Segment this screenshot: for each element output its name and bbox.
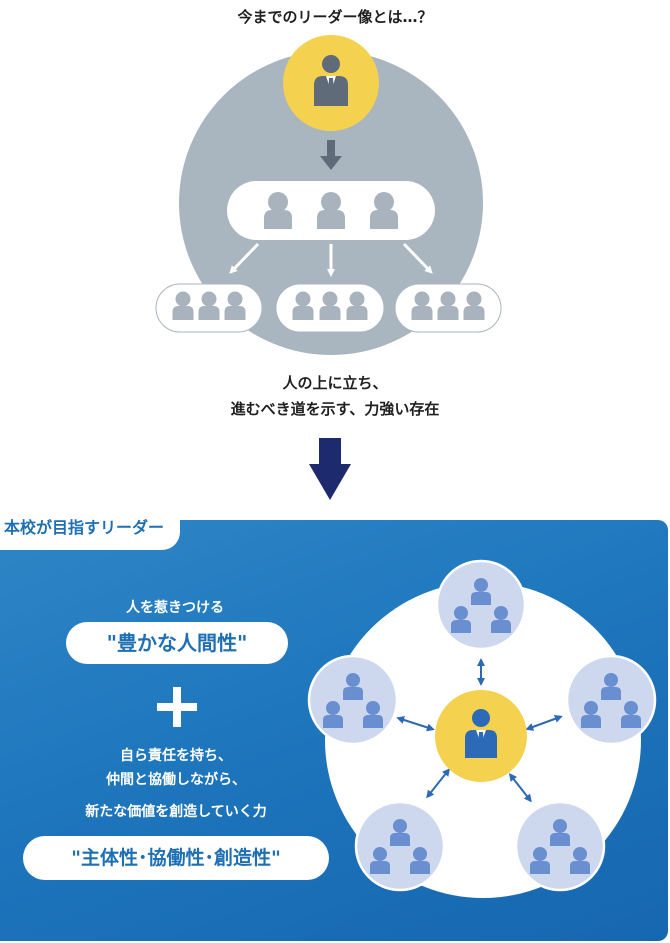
team-node-bottom-left (356, 802, 444, 890)
humanity-intro: 人を惹きつける (126, 600, 224, 616)
network-diagram (300, 540, 670, 898)
skills-intro-line1: 自ら責任を持ち、 (120, 748, 232, 764)
skills-pill: "主体性･協働性･創造性" (23, 836, 329, 880)
skills-intro-line2: 仲間と協働しながら、 (106, 772, 246, 788)
team-node-left (309, 656, 397, 744)
team-node-bottom-right (516, 802, 604, 890)
group-pill-center (275, 283, 385, 333)
team-node-right (567, 656, 655, 744)
hierarchy-diagram (155, 35, 502, 500)
bidirectional-arrow-icon (396, 658, 563, 803)
group-pill-left (155, 283, 263, 333)
plus-icon (155, 685, 199, 729)
old-leader-title: 今までのリーダー像とは…？ (237, 8, 433, 26)
branch-arrows (229, 242, 433, 277)
middle-group-pill (227, 181, 435, 240)
old-leader-caption-line2: 進むべき道を示す、力強い存在 (230, 400, 440, 418)
team-node-top (437, 561, 525, 649)
skills-intro-line3: 新たな価値を創造していく力 (85, 804, 267, 820)
new-leader-tab: 本校が目指すリーダー (0, 514, 181, 550)
humanity-pill: "豊かな人間性" (66, 622, 288, 664)
transition-arrow-icon (309, 438, 351, 500)
leader-icon-center (435, 690, 527, 782)
leader-icon (283, 35, 379, 131)
down-arrow-icon (320, 140, 342, 170)
group-pill-right (394, 283, 502, 333)
old-leader-caption-line1: 人の上に立ち、 (282, 374, 388, 392)
